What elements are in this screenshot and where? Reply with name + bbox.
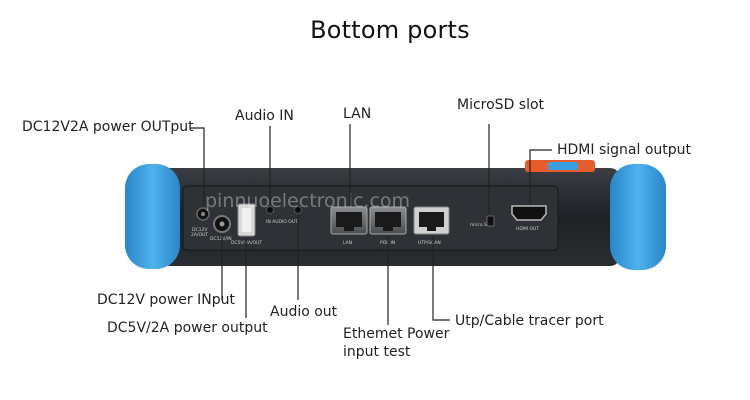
dc5v-out-marking: DC5V/2A/OUT: [231, 240, 262, 246]
lan-marking: LAN: [343, 240, 352, 246]
audio-in-jack: [266, 206, 274, 214]
top-accent-blue: [548, 162, 578, 170]
leader-dc12v2a-out: [190, 127, 205, 206]
hdmi-port: [511, 205, 547, 221]
right-bumper: [610, 164, 666, 270]
leader-hdmi: [529, 149, 552, 204]
page-title: Bottom ports: [310, 16, 470, 44]
dc12v-out-marking: DC12V: [192, 227, 208, 233]
audio-marking: IN AUDIO OUT: [266, 219, 298, 225]
left-bumper: [125, 164, 180, 269]
label-lan: LAN: [343, 106, 372, 122]
label-ethernet-power-line1: Ethemet Power: [343, 326, 450, 342]
audio-out-jack: [294, 206, 302, 214]
label-ethernet-power-line2: input test: [343, 344, 411, 360]
label-microsd-slot: MicroSD slot: [457, 97, 545, 113]
micro-sd-marking: micro SD: [470, 222, 491, 228]
dc12v-in-marking: DC12V/IN: [210, 236, 232, 242]
leader-utp: [432, 236, 450, 321]
micro-sd-slot: [486, 215, 495, 227]
label-audio-out: Audio out: [270, 304, 338, 320]
label-hdmi-signal-output: HDMI signal output: [557, 142, 692, 158]
hdmi-out-marking: HDMI OUT: [516, 226, 539, 232]
watermark: pinnuoelectronic.com: [205, 190, 410, 212]
label-audio-in: Audio IN: [235, 108, 294, 124]
label-dc12v2a-power-output: DC12V2A power OUTput: [22, 119, 194, 135]
label-dc5v2a-power-output: DC5V/2A power output: [107, 320, 268, 336]
label-utp-cable-tracer-port: Utp/Cable tracer port: [455, 313, 604, 329]
dc12v-out-marking-2: 2A/OUT: [191, 232, 208, 238]
utp-scan-marking: UTP/SCAN: [418, 240, 441, 246]
leader-lines: [190, 124, 552, 325]
label-dc12v-power-input: DC12V power INput: [97, 292, 235, 308]
